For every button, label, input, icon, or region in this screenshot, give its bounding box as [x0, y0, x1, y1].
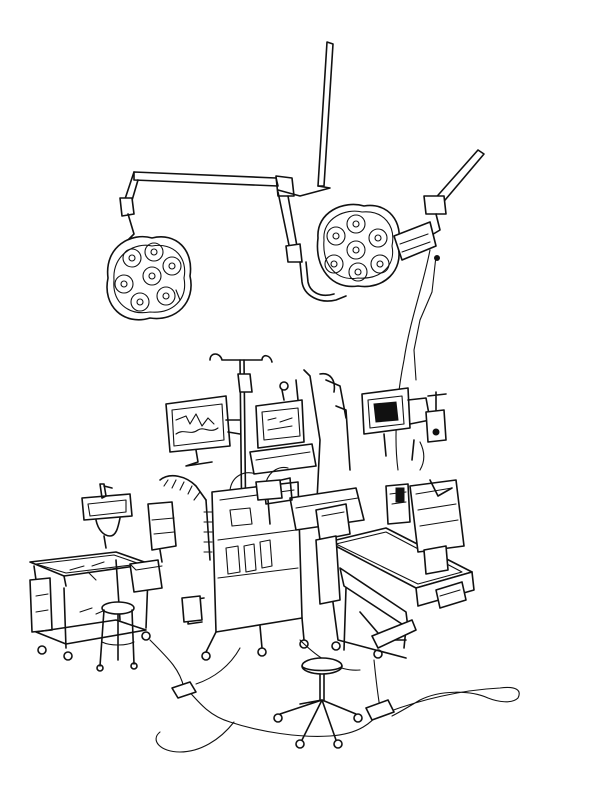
anesthesia-machine: [188, 380, 316, 660]
ceiling-light-arm: [120, 42, 484, 262]
storage-cabinet: [386, 480, 464, 574]
patient-monitor-left: [166, 396, 240, 466]
rolling-stool: [274, 658, 362, 748]
equipment-cluster: [256, 370, 364, 530]
waste-bin: [130, 560, 162, 592]
small-stool-left: [97, 602, 137, 671]
surgical-light-right: [300, 204, 440, 380]
breathing-circuit-hoses: [148, 476, 212, 622]
surgical-light-left: [107, 214, 191, 320]
patient-monitor-right: [362, 388, 446, 470]
floor-cables: [150, 250, 519, 752]
wall-sink: [82, 484, 132, 548]
operating-table: [316, 504, 474, 658]
